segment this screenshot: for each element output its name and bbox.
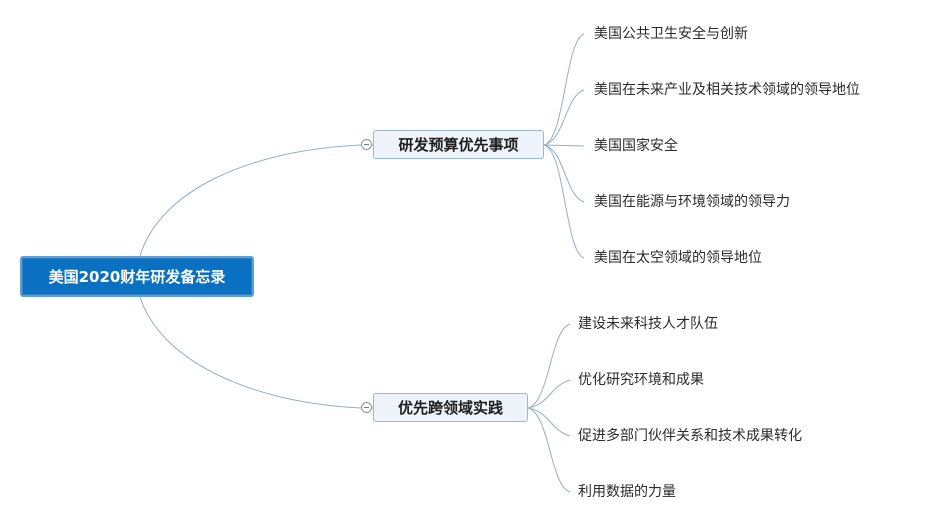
root-topic[interactable]: 美国2020财年研发备忘录: [20, 256, 254, 297]
leaf-topic-energy-environment[interactable]: 美国在能源与环境领域的领导力: [594, 194, 790, 210]
branch-topic-rd-budget-priorities[interactable]: 研发预算优先事项: [373, 130, 544, 159]
connector-branch1-leaf1: [543, 33, 585, 146]
root-topic-label: 美国2020财年研发备忘录: [48, 268, 226, 286]
connector-branch1-leaf5: [543, 144, 585, 259]
connector-branch2-leaf2: [527, 379, 571, 409]
leaf-topic-partnerships-transfer[interactable]: 促进多部门伙伴关系和技术成果转化: [578, 428, 802, 444]
connector-branch1-leaf3: [543, 144, 585, 147]
leaf-topic-power-of-data[interactable]: 利用数据的力量: [578, 484, 676, 500]
connector-root-branch1: [139, 144, 362, 257]
leaf-topic-research-environment[interactable]: 优化研究环境和成果: [578, 372, 704, 388]
collapse-toggle-branch2[interactable]: [361, 402, 372, 413]
connector-branch1-leaf2: [543, 89, 585, 146]
connector-branch2-leaf4: [527, 407, 571, 493]
leaf-topic-talent-workforce[interactable]: 建设未来科技人才队伍: [578, 316, 718, 332]
connector-root-branch2: [139, 296, 362, 409]
connector-branch2-leaf1: [527, 323, 571, 409]
collapse-toggle-branch1[interactable]: [361, 139, 372, 150]
branch-topic-label: 优先跨领域实践: [397, 399, 503, 417]
leaf-topic-public-health[interactable]: 美国公共卫生安全与创新: [594, 26, 748, 42]
connector-branch1-leaf4: [543, 144, 585, 203]
branch-topic-cross-cutting-practices[interactable]: 优先跨领域实践: [373, 393, 528, 422]
leaf-topic-national-security[interactable]: 美国国家安全: [594, 138, 678, 154]
connector-branch2-leaf3: [527, 407, 571, 437]
branch-topic-label: 研发预算优先事项: [398, 136, 519, 154]
leaf-topic-future-industries[interactable]: 美国在未来产业及相关技术领域的领导地位: [594, 82, 860, 98]
leaf-topic-space-leadership[interactable]: 美国在太空领域的领导地位: [594, 250, 762, 266]
